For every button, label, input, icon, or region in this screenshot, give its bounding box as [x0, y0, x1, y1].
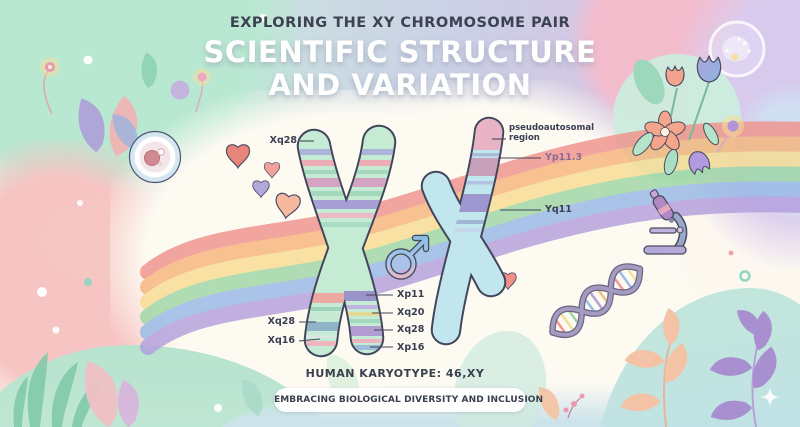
bottom-right-branches — [620, 307, 787, 427]
label-yp11-3: Yp11.3 — [545, 152, 583, 163]
label-leader-lines — [298, 138, 541, 348]
label-xq28-top: Xq28 — [269, 135, 297, 146]
label-pseudoautosomal-region: pseudoautosomal region — [509, 123, 594, 144]
label-xq16-bottom-left: Xq16 — [267, 335, 295, 346]
y-chromosome — [420, 112, 515, 346]
cell-icon — [128, 130, 182, 184]
berry-sprig — [533, 387, 585, 421]
label-xp16: Xp16 — [397, 342, 425, 353]
top-left-leaves — [40, 52, 211, 159]
microscope-icon — [643, 189, 688, 255]
karyotype-note: HUMAN KARYOTYPE: 46,XY — [305, 367, 485, 380]
title-block: EXPLORING THE XY CHROMOSOME PAIR SCIENTI… — [0, 15, 800, 102]
label-xq28-bottom-left: Xq28 — [267, 316, 295, 327]
poster-title-line1: SCIENTIFIC STRUCTURE — [203, 35, 597, 69]
label-xq28-right: Xq28 — [397, 324, 425, 335]
label-yq11: Yq11 — [545, 204, 572, 215]
male-symbol-icon — [385, 234, 430, 280]
label-xq20: Xq20 — [397, 307, 425, 318]
sparkle-icon — [760, 387, 780, 407]
x-chromosome — [288, 124, 402, 358]
petri-dish-icon — [708, 20, 766, 78]
banner-side-teal-leaf — [234, 379, 269, 417]
scatter-dots — [37, 14, 751, 412]
label-xp11: Xp11 — [397, 289, 425, 300]
flower-bouquet-icon — [632, 55, 744, 177]
inclusion-banner: EMBRACING BIOLOGICAL DIVERSITY AND INCLU… — [274, 388, 543, 412]
poster-title-line2: AND VARIATION — [268, 68, 532, 102]
dna-helix-icon — [549, 263, 644, 339]
poster-kicker: EXPLORING THE XY CHROMOSOME PAIR — [229, 15, 571, 31]
